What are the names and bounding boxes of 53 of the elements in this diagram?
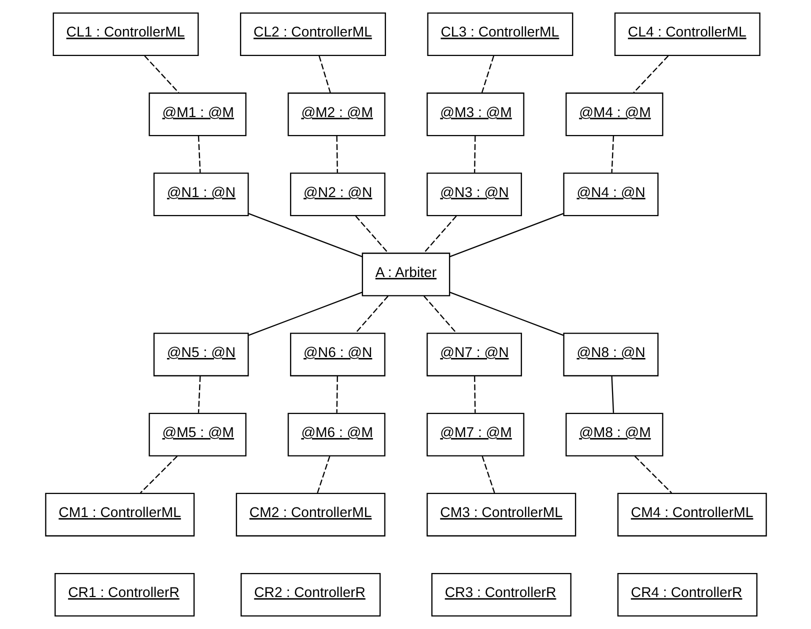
connector	[423, 216, 456, 254]
connector	[248, 213, 362, 258]
node-box: @N6 : @N	[290, 332, 385, 376]
connector	[140, 456, 178, 494]
node-box: @M3 : @M	[426, 92, 524, 136]
node-box: @N2 : @N	[290, 172, 385, 216]
node-box: CR3 : ControllerR	[430, 572, 571, 616]
connector	[632, 55, 668, 94]
connector	[449, 213, 564, 258]
node-box: @M6 : @M	[287, 412, 385, 456]
node-box: CM4 : ControllerML	[616, 492, 766, 536]
connector	[354, 216, 388, 254]
connector	[480, 56, 494, 93]
node-box: @N5 : @N	[152, 332, 248, 376]
node-box: A : Arbiter	[361, 252, 450, 296]
node-box: @N4 : @N	[562, 172, 658, 216]
connector	[336, 376, 338, 413]
node-box: CR4 : ControllerR	[616, 572, 757, 616]
connector	[197, 376, 200, 413]
node-box: CL2 : ControllerML	[239, 12, 386, 56]
connector	[248, 292, 362, 336]
connector	[634, 456, 672, 494]
connector	[449, 292, 564, 336]
node-box: @M7 : @M	[426, 412, 524, 456]
node-box: CM3 : ControllerML	[426, 492, 576, 536]
connector	[336, 136, 338, 173]
node-box: CL4 : ControllerML	[614, 12, 760, 56]
node-box: @M4 : @M	[565, 92, 663, 136]
connector	[481, 456, 495, 494]
connector	[610, 376, 614, 413]
node-box: CR1 : ControllerR	[54, 572, 194, 616]
connector	[354, 296, 388, 334]
node-box: @N7 : @N	[426, 332, 522, 376]
node-box: @M1 : @M	[148, 92, 246, 136]
node-box: CR2 : ControllerR	[240, 572, 380, 616]
connector	[474, 376, 476, 413]
node-box: CM1 : ControllerML	[44, 492, 194, 536]
node-box: @N8 : @N	[562, 332, 658, 376]
node-box: CL1 : ControllerML	[52, 12, 198, 56]
connector	[474, 136, 476, 173]
connector	[144, 55, 179, 94]
node-box: @N3 : @N	[426, 172, 522, 216]
node-box: CM2 : ControllerML	[235, 492, 385, 536]
node-box: @M2 : @M	[287, 92, 385, 136]
node-box: CL3 : ControllerML	[426, 12, 573, 56]
node-box: @M8 : @M	[565, 412, 663, 456]
connector	[318, 56, 330, 93]
connector	[423, 296, 456, 334]
node-box: @N1 : @N	[152, 172, 248, 216]
connector	[316, 456, 330, 494]
node-box: @M5 : @M	[148, 412, 246, 456]
connector	[197, 136, 200, 173]
connector	[610, 136, 614, 173]
